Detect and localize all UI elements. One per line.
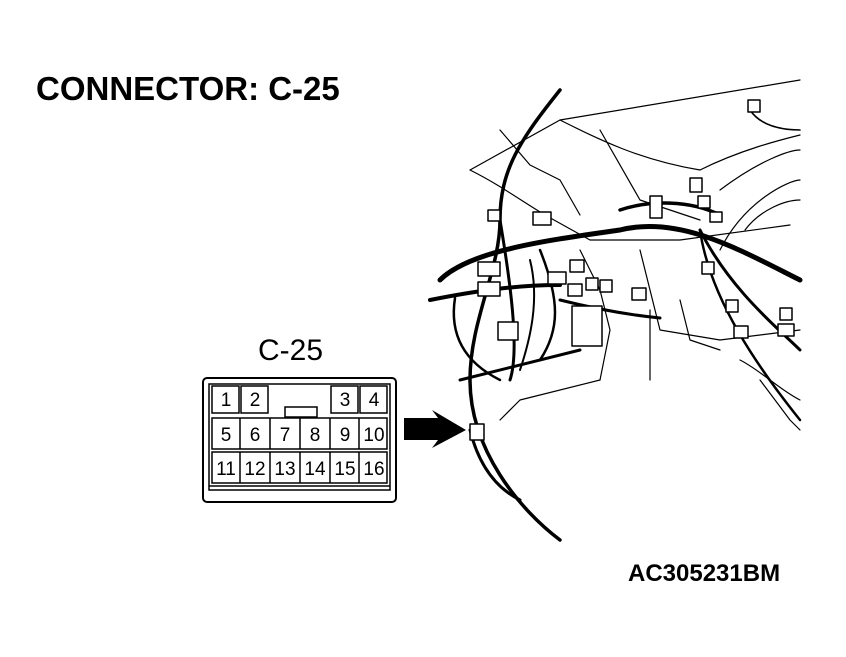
pin-11: 11: [216, 459, 236, 480]
connector-face-label: C-25: [258, 334, 324, 367]
arrow-pointer-icon: [404, 410, 466, 448]
pin-9: 9: [340, 425, 351, 446]
pin-2: 2: [250, 390, 261, 411]
wiring-harness-illustration: [428, 79, 803, 542]
reference-code: AC305231BM: [628, 560, 781, 587]
pin-12: 12: [244, 459, 265, 480]
pin-5: 5: [221, 425, 232, 446]
pin-10: 10: [363, 425, 384, 446]
pin-8: 8: [310, 425, 321, 446]
pin-4: 4: [369, 390, 380, 411]
connector-face: 1 2 3 4 5 6 7 8 9 10 11 12 13 14 15 16: [202, 377, 397, 503]
pin-13: 13: [274, 459, 295, 480]
pin-16: 16: [363, 459, 384, 480]
pin-15: 15: [334, 459, 355, 480]
pin-6: 6: [250, 425, 261, 446]
pin-14: 14: [304, 459, 326, 480]
pin-3: 3: [340, 390, 351, 411]
pin-7: 7: [280, 425, 291, 446]
connector-title: CONNECTOR: C-25: [36, 70, 340, 107]
pin-1: 1: [221, 390, 232, 411]
